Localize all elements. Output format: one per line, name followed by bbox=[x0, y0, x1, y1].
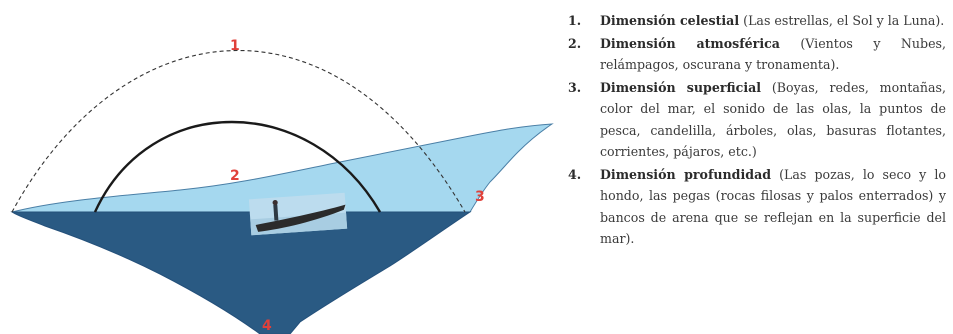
legend-item-text: (Las pozas, lo seco y lo hondo, las pega… bbox=[600, 166, 946, 247]
region-2-label: 2 bbox=[230, 168, 240, 184]
surface-water-region bbox=[11, 123, 554, 213]
region-1-label: 1 bbox=[230, 38, 240, 54]
legend-item-body: Dimensión superficial (Boyas, redes, mon… bbox=[600, 77, 946, 163]
dimension-legend: 1. Dimensión celestial (Las estrellas, e… bbox=[568, 10, 946, 251]
deep-water-region bbox=[10, 211, 472, 334]
legend-item-text: (Las estrellas, el Sol y la Luna). bbox=[743, 13, 945, 28]
legend-item-body: Dimensión celestial (Las estrellas, el S… bbox=[600, 10, 946, 32]
legend-item-atmospheric: 2. Dimensión atmosférica (Vientos y Nube… bbox=[568, 33, 946, 76]
legend-item-body: Dimensión profundidad (Las pozas, lo sec… bbox=[600, 164, 946, 250]
legend-item-text: (Vientos y Nubes, relámpagos, oscurana y… bbox=[600, 35, 946, 73]
legend-item-title: Dimensión profundidad bbox=[600, 166, 772, 182]
region-3-label: 3 bbox=[475, 189, 485, 205]
sea-dimensions-diagram: 1 2 3 4 bbox=[10, 38, 554, 334]
legend-item-number: 3. bbox=[568, 79, 582, 95]
celestial-dashed-arc bbox=[11, 49, 466, 213]
legend-item-title: Dimensión atmosférica bbox=[600, 35, 780, 51]
boat-image bbox=[248, 192, 348, 236]
legend-item-body: Dimensión atmosférica (Vientos y Nubes, … bbox=[600, 33, 946, 76]
legend-item-number: 4. bbox=[568, 166, 582, 182]
legend-item-title: Dimensión superficial bbox=[600, 79, 762, 95]
legend-item-depth: 4. Dimensión profundidad (Las pozas, lo … bbox=[568, 164, 946, 250]
region-4-label: 4 bbox=[262, 318, 272, 334]
legend-item-surface: 3. Dimensión superficial (Boyas, redes, … bbox=[568, 77, 946, 163]
atmospheric-solid-arc bbox=[93, 121, 382, 213]
legend-item-number: 1. bbox=[568, 13, 582, 28]
legend-item-number: 2. bbox=[568, 35, 582, 51]
legend-item-title: Dimensión celestial bbox=[600, 13, 740, 28]
legend-item-celestial: 1. Dimensión celestial (Las estrellas, e… bbox=[568, 10, 946, 32]
legend-item-text: (Boyas, redes, montañas, color del mar, … bbox=[600, 79, 946, 160]
